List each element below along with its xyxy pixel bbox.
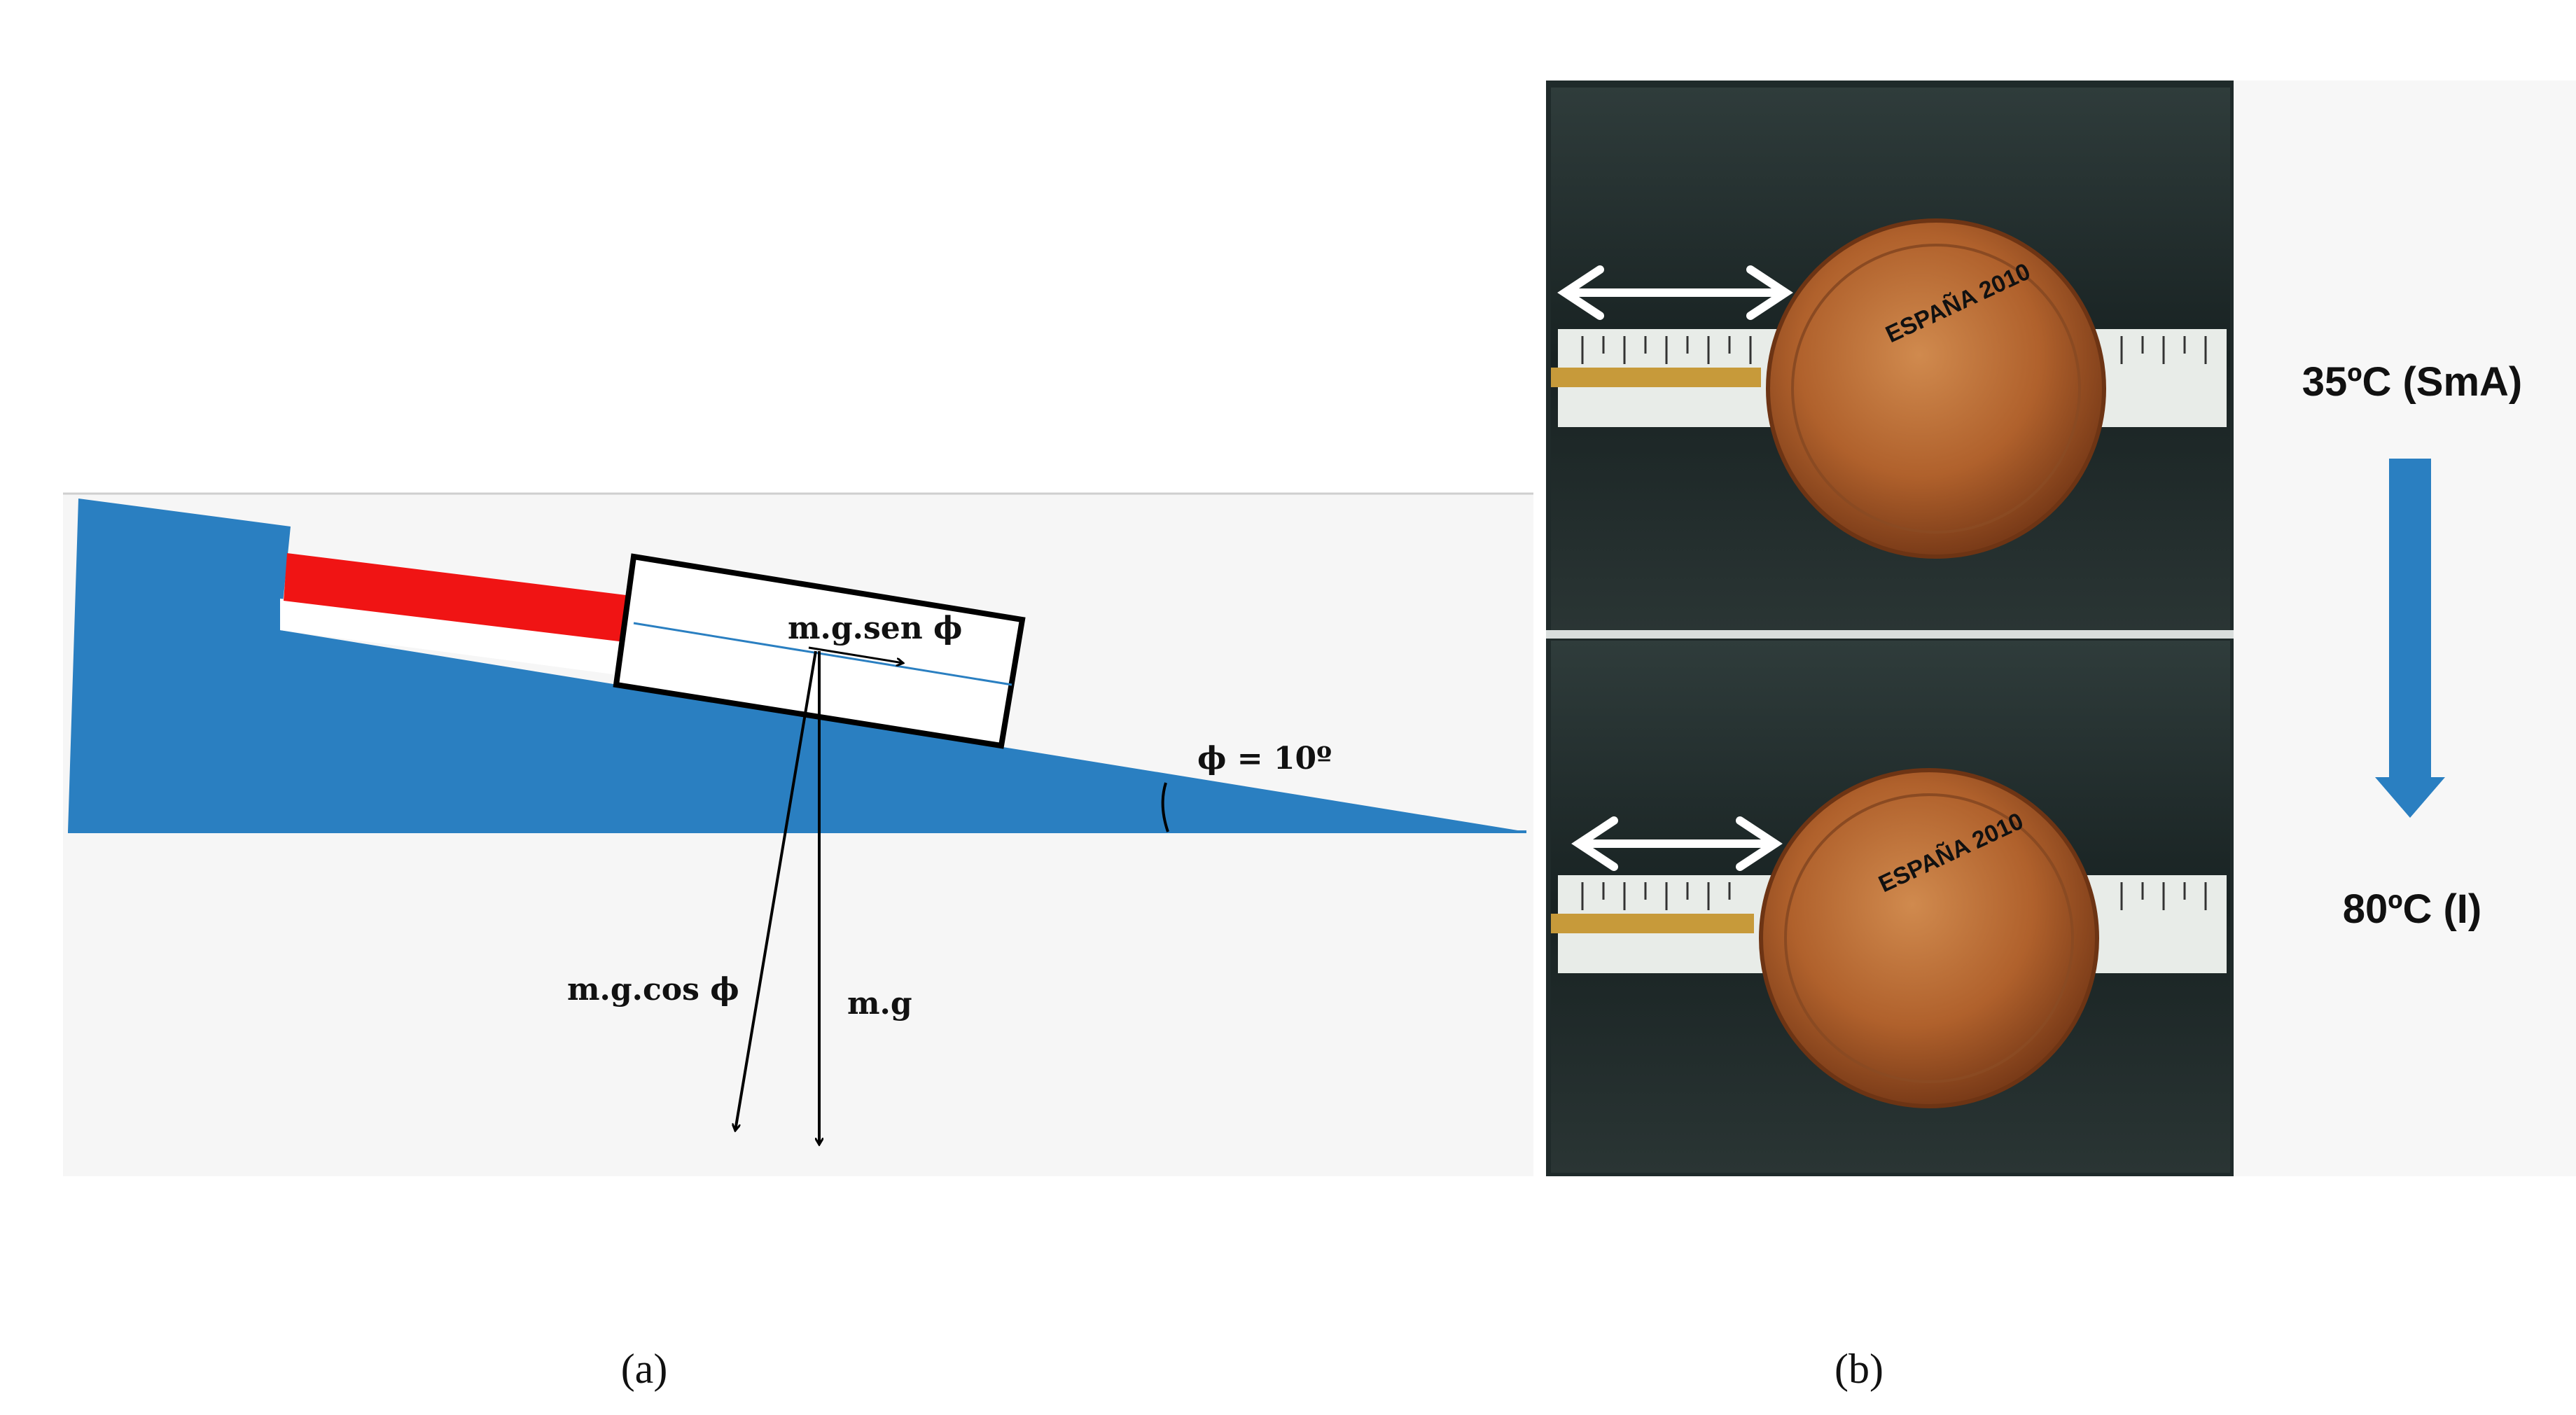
scale-ticks-top [1581, 336, 2207, 364]
photo-top: ESPAÑA 2010 [1551, 88, 2230, 630]
scale-ticks-bottom [1581, 882, 2207, 910]
red-rod [284, 553, 637, 643]
coin-top [1766, 218, 2106, 559]
angle-label: ϕ = 10º [1197, 741, 1332, 776]
inclined-plane [68, 499, 1526, 832]
weight-label: m.g [847, 986, 912, 1022]
capillary-top [1551, 368, 1761, 387]
photo-separator [1546, 630, 2234, 639]
coin-top-inner-ring [1791, 244, 2081, 534]
angle-arc [1161, 782, 1169, 832]
transition-arrow-shaft [2389, 459, 2431, 777]
panel-a-caption: (a) [621, 1346, 668, 1392]
parallel-force-label: m.g.sen ϕ [788, 611, 962, 646]
double-arrow-top [1557, 265, 1793, 320]
photo-bottom: ESPAÑA 2010 [1551, 641, 2230, 1173]
double-arrow-bottom [1571, 816, 1783, 871]
coin-bottom [1759, 768, 2099, 1108]
panel-a: m.g.sen ϕ ϕ = 10º m.g.cos ϕ m.g (a) [63, 492, 1533, 1392]
panel-b-caption: (b) [1834, 1346, 1884, 1392]
transition-arrow-head [2375, 777, 2445, 818]
perpendicular-force-arrow [735, 650, 817, 1131]
perpendicular-force-label: m.g.cos ϕ [567, 972, 739, 1008]
block-axis-line [633, 622, 1012, 686]
state-bottom-label: 80ºC (I) [2343, 886, 2481, 932]
rod-slot [280, 599, 634, 676]
capillary-bottom [1551, 914, 1754, 933]
coin-bottom-inner-ring [1784, 793, 2074, 1083]
panel-b: ESPAÑA 2010 [1546, 81, 2576, 1392]
parallel-force-arrow [808, 646, 903, 663]
state-top-label: 35ºC (SmA) [2302, 359, 2522, 405]
